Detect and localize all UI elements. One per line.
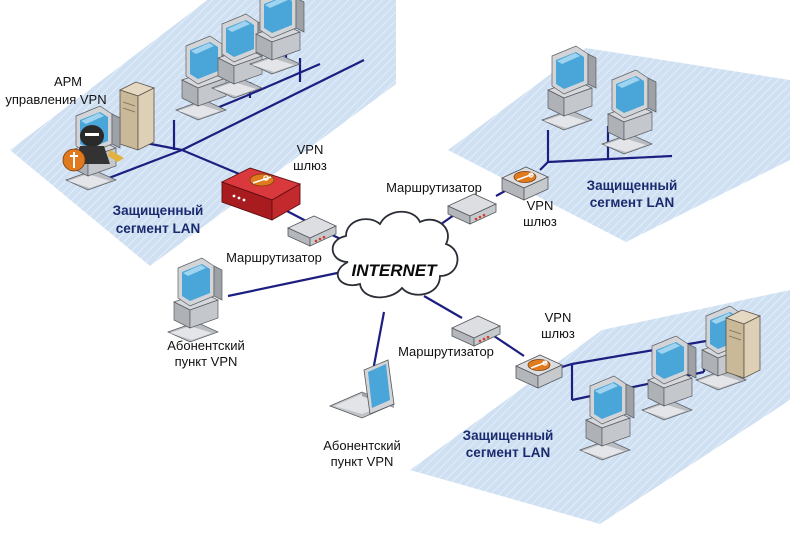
vpn-gateway-main [220,167,302,221]
label-vpn-gw-main-2: шлюз [293,158,327,173]
router-top-right [447,193,497,225]
label-subscriber-left-2: пункт VPN [175,354,238,369]
server-tower-br [725,309,761,379]
label-lan-left-2: сегмент LAN [116,221,200,236]
internet-cloud [331,210,459,299]
label-arm-2: управления VPN [5,92,106,107]
label-vpn-gw-br-2: шлюз [541,326,575,341]
label-lan-left-1: Защищенный [113,203,204,218]
label-vpn-gw-tr-1: VPN [527,198,554,213]
label-lan-br-2: сегмент LAN [466,445,550,460]
label-router-top-right: Маршрутизатор [386,180,482,195]
subscriber-laptop [328,359,396,419]
label-subscriber-bottom-1: Абонентский [323,438,400,453]
label-internet: INTERNET [352,261,439,280]
admin-workstation [62,105,124,191]
server-tower-left [119,81,155,151]
subscriber-pc [167,257,223,343]
label-lan-tr-1: Защищенный [587,178,678,193]
router-bottom [451,315,501,347]
label-subscriber-left-1: Абонентский [167,338,244,353]
label-lan-br-1: Защищенный [463,428,554,443]
label-vpn-gw-br-1: VPN [545,310,572,325]
label-router-left: Маршрутизатор [226,250,322,265]
label-subscriber-bottom-2: пункт VPN [331,454,394,469]
label-router-bottom: Маршрутизатор [398,344,494,359]
label-vpn-gw-main-1: VPN [297,142,324,157]
key-badge-icon [62,148,86,172]
router-left [287,215,337,247]
label-lan-tr-2: сегмент LAN [590,195,674,210]
label-arm-1: АРМ [54,74,82,89]
label-vpn-gw-tr-2: шлюз [523,214,557,229]
